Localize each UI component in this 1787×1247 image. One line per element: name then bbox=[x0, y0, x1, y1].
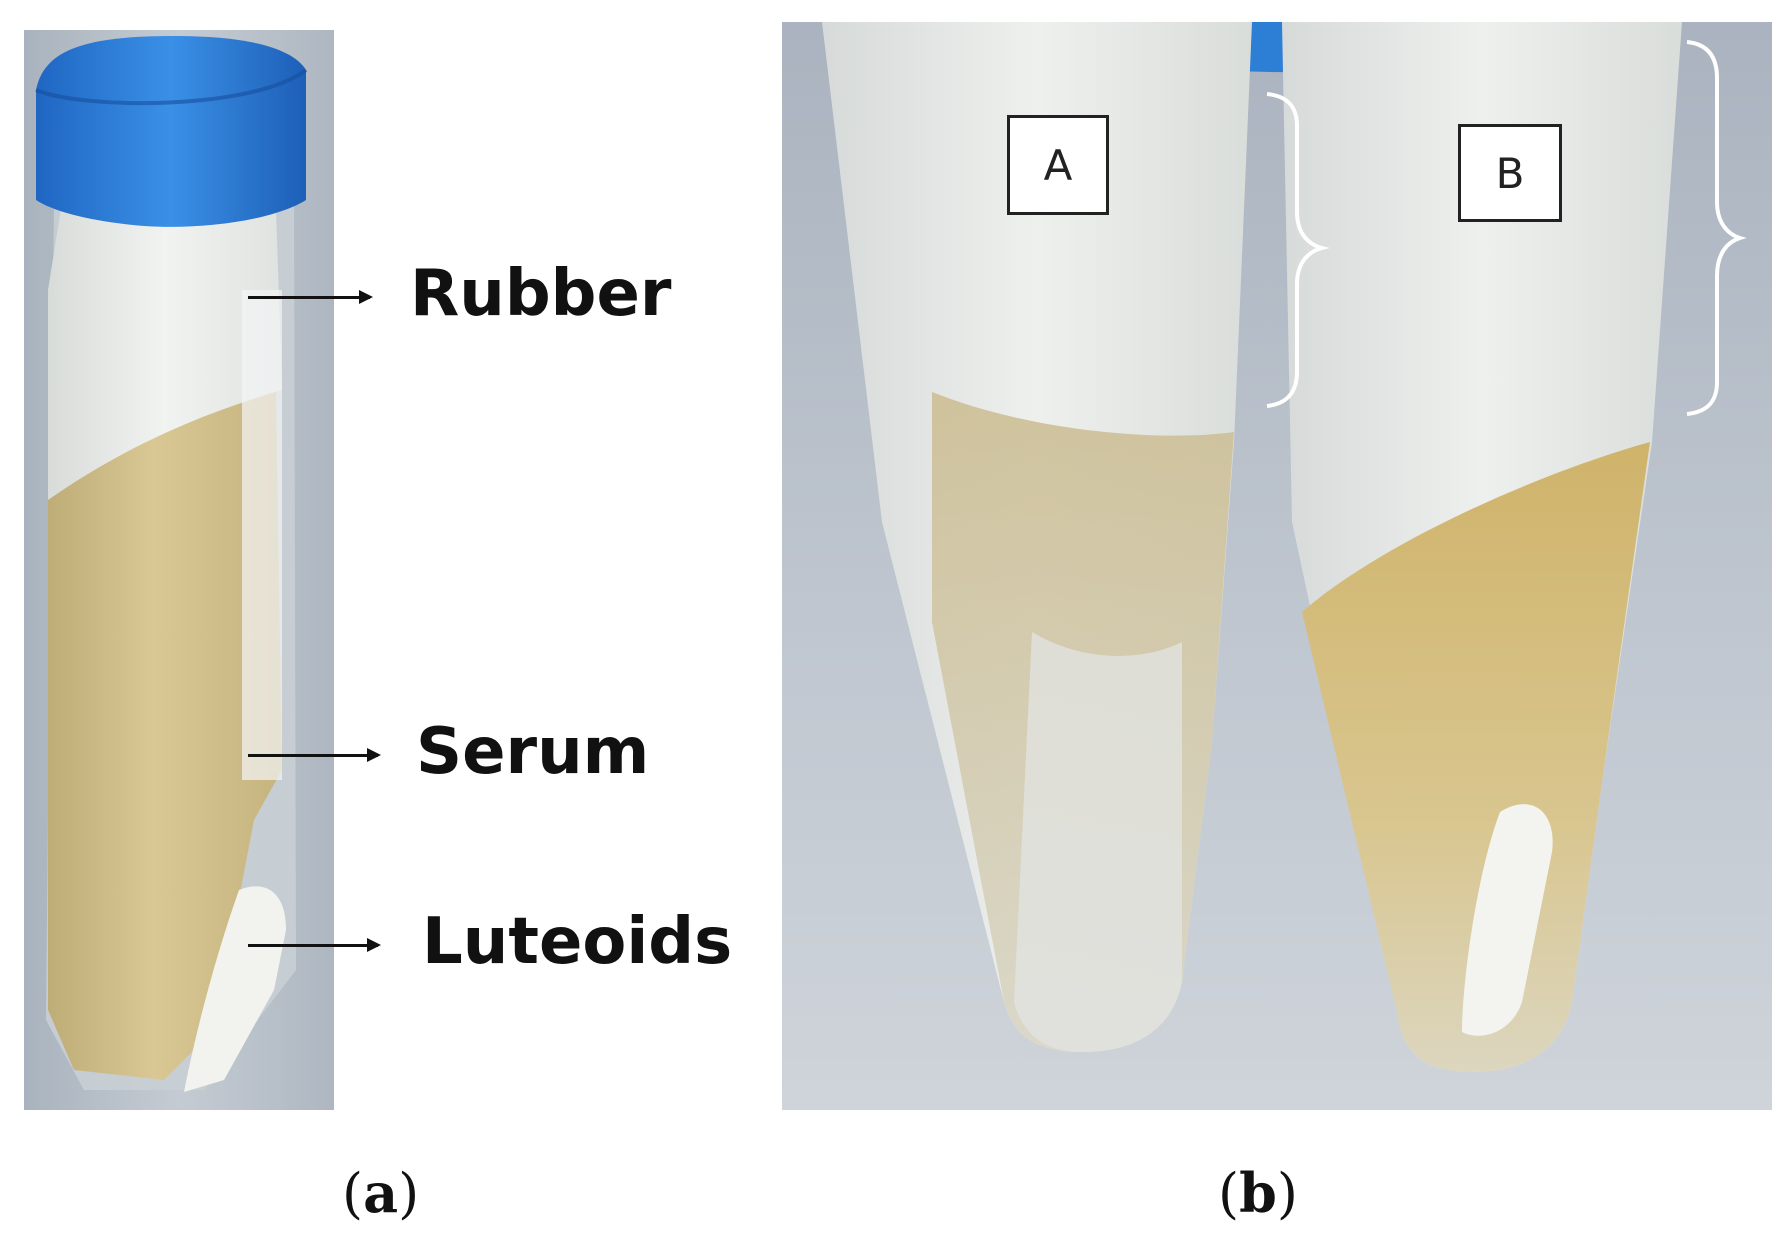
brace-b bbox=[1686, 40, 1747, 416]
label-rubber: Rubber bbox=[410, 257, 672, 331]
tube-b-luteoids bbox=[1462, 804, 1553, 1036]
tube-photo-a bbox=[24, 30, 334, 1110]
arrow-serum bbox=[248, 748, 381, 762]
tube-a-clear-tip bbox=[1014, 632, 1182, 1052]
arrow-luteoids bbox=[248, 938, 381, 952]
caption-b: (b) bbox=[1218, 1161, 1298, 1225]
luteoids-deposit bbox=[184, 886, 286, 1092]
label-luteoids: Luteoids bbox=[422, 905, 733, 979]
label-tube-b: B bbox=[1458, 124, 1562, 222]
tube-b-serum bbox=[1302, 442, 1650, 1072]
blue-cap bbox=[36, 36, 306, 227]
caption-a: (a) bbox=[342, 1161, 420, 1225]
brace-a bbox=[1266, 92, 1330, 408]
rubber-layer bbox=[48, 150, 282, 500]
tube-reflection bbox=[242, 290, 282, 780]
label-tube-a: A bbox=[1007, 115, 1109, 215]
serum-layer bbox=[48, 390, 282, 1080]
label-serum: Serum bbox=[416, 715, 650, 789]
panel-b-photo bbox=[782, 22, 1772, 1110]
tube-photo-b bbox=[782, 22, 1772, 1110]
panel-a-photo bbox=[24, 30, 334, 1110]
arrow-rubber bbox=[248, 290, 373, 304]
